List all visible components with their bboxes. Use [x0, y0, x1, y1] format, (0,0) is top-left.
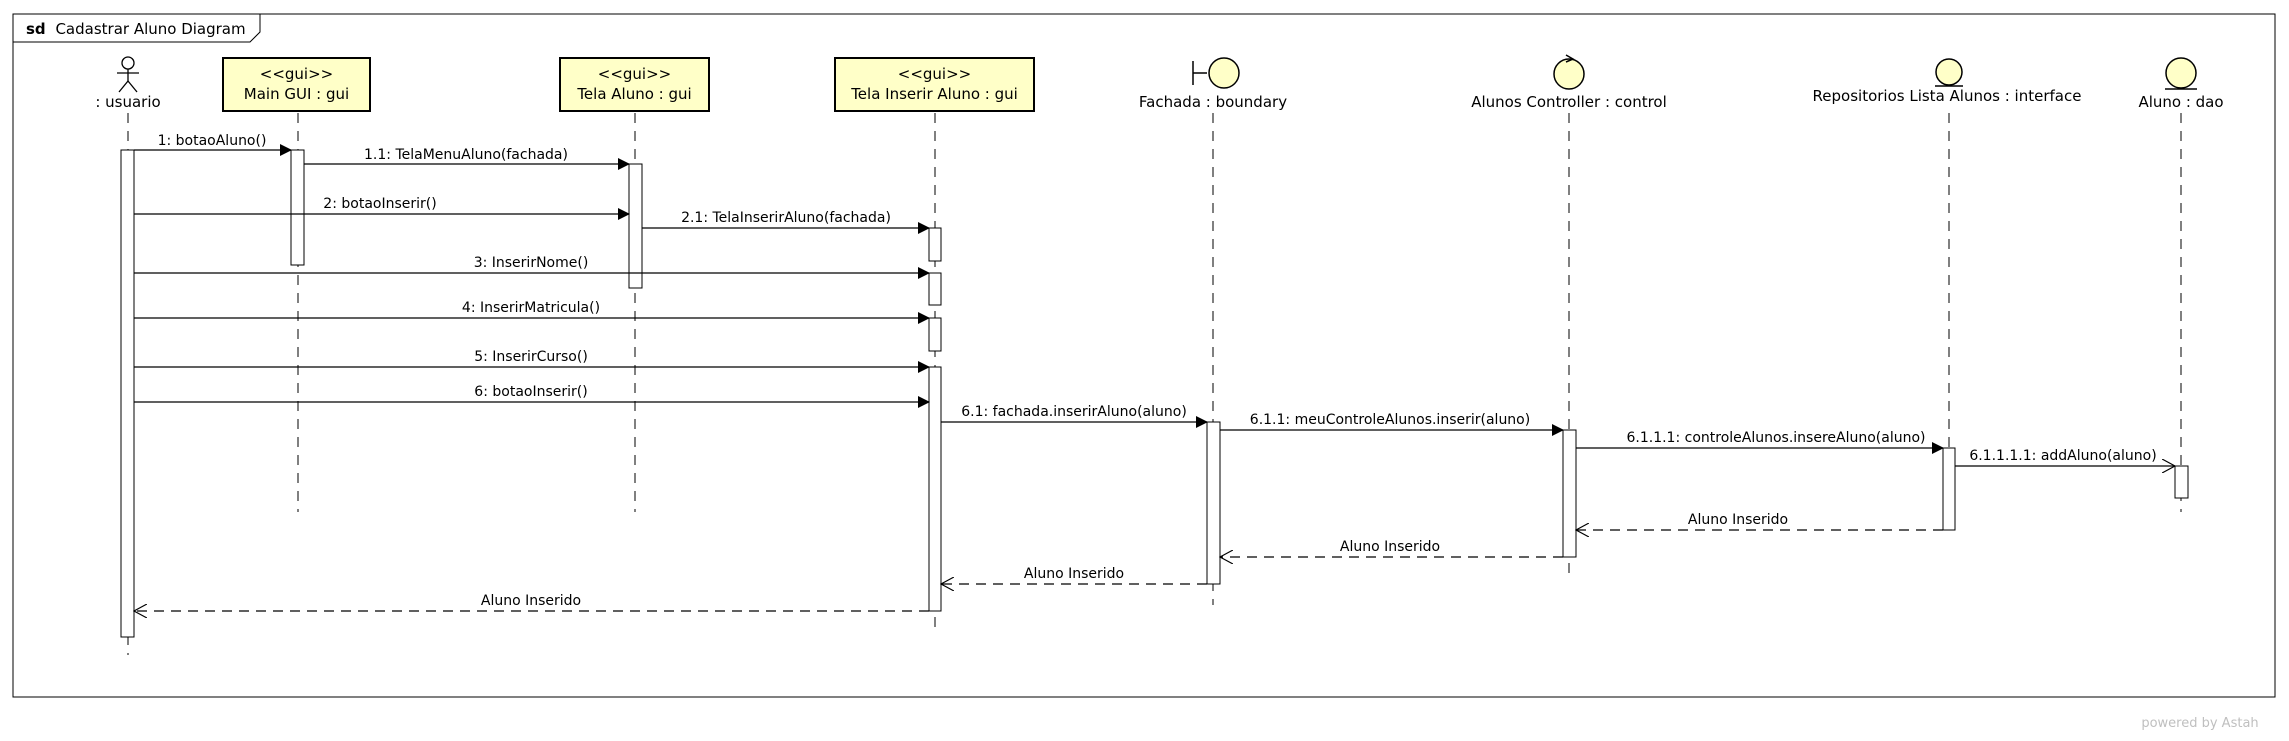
- participant-name: Main GUI : gui: [244, 85, 349, 103]
- activation-bar: [120, 149, 135, 638]
- message[interactable]: 2: botaoInserir(): [134, 196, 630, 220]
- participant-tela-aluno[interactable]: <<gui>> Tela Aluno : gui: [559, 57, 710, 112]
- boundary-icon: [1192, 57, 1240, 89]
- message-label: Aluno Inserido: [1340, 539, 1440, 555]
- message[interactable]: 6.1.1.1.1: addAluno(aluno): [1955, 448, 2175, 466]
- entity-icon: [2165, 57, 2197, 90]
- participant-stereotype: <<gui>>: [260, 65, 333, 83]
- message-label: 1.1: TelaMenuAluno(fachada): [364, 147, 568, 163]
- control-icon: [1553, 54, 1585, 90]
- message[interactable]: Aluno Inserido: [134, 593, 929, 611]
- participant-name: Tela Inserir Aluno : gui: [850, 85, 1018, 103]
- messages: 1: botaoAluno() 1.1: TelaMenuAluno(facha…: [134, 133, 2175, 611]
- message[interactable]: 6: botaoInserir(): [134, 384, 930, 408]
- diagram-frame: sd Cadastrar Aluno Diagram: [12, 13, 2276, 698]
- participant-name: : usuario: [95, 93, 160, 111]
- participant-name: Tela Aluno : gui: [576, 85, 691, 103]
- message-label: 6.1: fachada.inserirAluno(aluno): [961, 404, 1187, 420]
- activation-bar: [290, 149, 305, 266]
- participant-box: [834, 57, 1035, 112]
- message-label: 6: botaoInserir(): [474, 384, 587, 400]
- message[interactable]: 5: InserirCurso(): [134, 349, 930, 373]
- activation-bar: [2174, 465, 2189, 499]
- activation-bar: [928, 317, 942, 352]
- activation-bar: [928, 366, 942, 612]
- frame-title: Cadastrar Aluno Diagram: [55, 20, 245, 38]
- message-label: 6.1.1.1: controleAlunos.insereAluno(alun…: [1626, 430, 1925, 446]
- participant-fachada[interactable]: Fachada : boundary: [1139, 57, 1287, 111]
- activation-bar: [1562, 429, 1577, 558]
- activation-bar: [928, 272, 942, 306]
- message-label: Aluno Inserido: [481, 593, 581, 609]
- participant-box: [222, 57, 371, 112]
- participant-repositorios-lista-alunos[interactable]: Repositorios Lista Alunos : interface: [1813, 58, 2082, 105]
- message-label: 5: InserirCurso(): [474, 349, 588, 365]
- message[interactable]: 4: InserirMatricula(): [134, 300, 930, 324]
- participant-name: Fachada : boundary: [1139, 93, 1287, 111]
- message[interactable]: 6.1.1: meuControleAlunos.inserir(aluno): [1220, 412, 1564, 436]
- participant-stereotype: <<gui>>: [898, 65, 971, 83]
- message[interactable]: 6.1: fachada.inserirAluno(aluno): [941, 404, 1208, 428]
- message[interactable]: 2.1: TelaInserirAluno(fachada): [642, 210, 930, 234]
- participant-alunos-controller[interactable]: Alunos Controller : control: [1471, 54, 1667, 111]
- participant-main-gui[interactable]: <<gui>> Main GUI : gui: [222, 57, 371, 112]
- message-label: Aluno Inserido: [1688, 512, 1788, 528]
- participant-tela-inserir-aluno[interactable]: <<gui>> Tela Inserir Aluno : gui: [834, 57, 1035, 112]
- message[interactable]: 1.1: TelaMenuAluno(fachada): [304, 147, 630, 170]
- message-label: 6.1.1: meuControleAlunos.inserir(aluno): [1250, 412, 1530, 428]
- message[interactable]: Aluno Inserido: [941, 566, 1207, 584]
- message[interactable]: Aluno Inserido: [1220, 539, 1563, 557]
- message-label: 1: botaoAluno(): [158, 133, 267, 149]
- message-label: Aluno Inserido: [1024, 566, 1124, 582]
- participant-name: Repositorios Lista Alunos : interface: [1813, 87, 2082, 105]
- activation-bar: [928, 227, 942, 262]
- participant-name: Alunos Controller : control: [1471, 93, 1667, 111]
- participant-box: [559, 57, 710, 112]
- message-label: 4: InserirMatricula(): [462, 300, 600, 316]
- frame-label: sd Cadastrar Aluno Diagram: [26, 20, 246, 38]
- activation-bar: [628, 163, 643, 289]
- message[interactable]: 6.1.1.1: controleAlunos.insereAluno(alun…: [1576, 430, 1944, 454]
- activations: [120, 149, 2189, 638]
- message[interactable]: 3: InserirNome(): [134, 255, 930, 279]
- message-label: 3: InserirNome(): [474, 255, 589, 271]
- participant-usuario[interactable]: : usuario: [95, 56, 161, 111]
- lifelines: [127, 113, 2182, 655]
- entity-icon: [1935, 58, 1963, 87]
- actor-icon: [117, 56, 139, 93]
- activation-bar: [1206, 421, 1221, 585]
- message[interactable]: 1: botaoAluno(): [134, 133, 292, 156]
- participant-stereotype: <<gui>>: [598, 65, 671, 83]
- frame-kind: sd: [26, 20, 46, 38]
- message-label: 2.1: TelaInserirAluno(fachada): [681, 210, 891, 226]
- participant-aluno-dao[interactable]: Aluno : dao: [2138, 57, 2224, 111]
- activation-bar: [1942, 447, 1956, 531]
- message-label: 6.1.1.1.1: addAluno(aluno): [1969, 448, 2156, 464]
- message-label: 2: botaoInserir(): [323, 196, 436, 212]
- message[interactable]: Aluno Inserido: [1576, 512, 1943, 530]
- participant-name: Aluno : dao: [2138, 93, 2223, 111]
- powered-by-footer: powered by Astah: [2141, 716, 2258, 731]
